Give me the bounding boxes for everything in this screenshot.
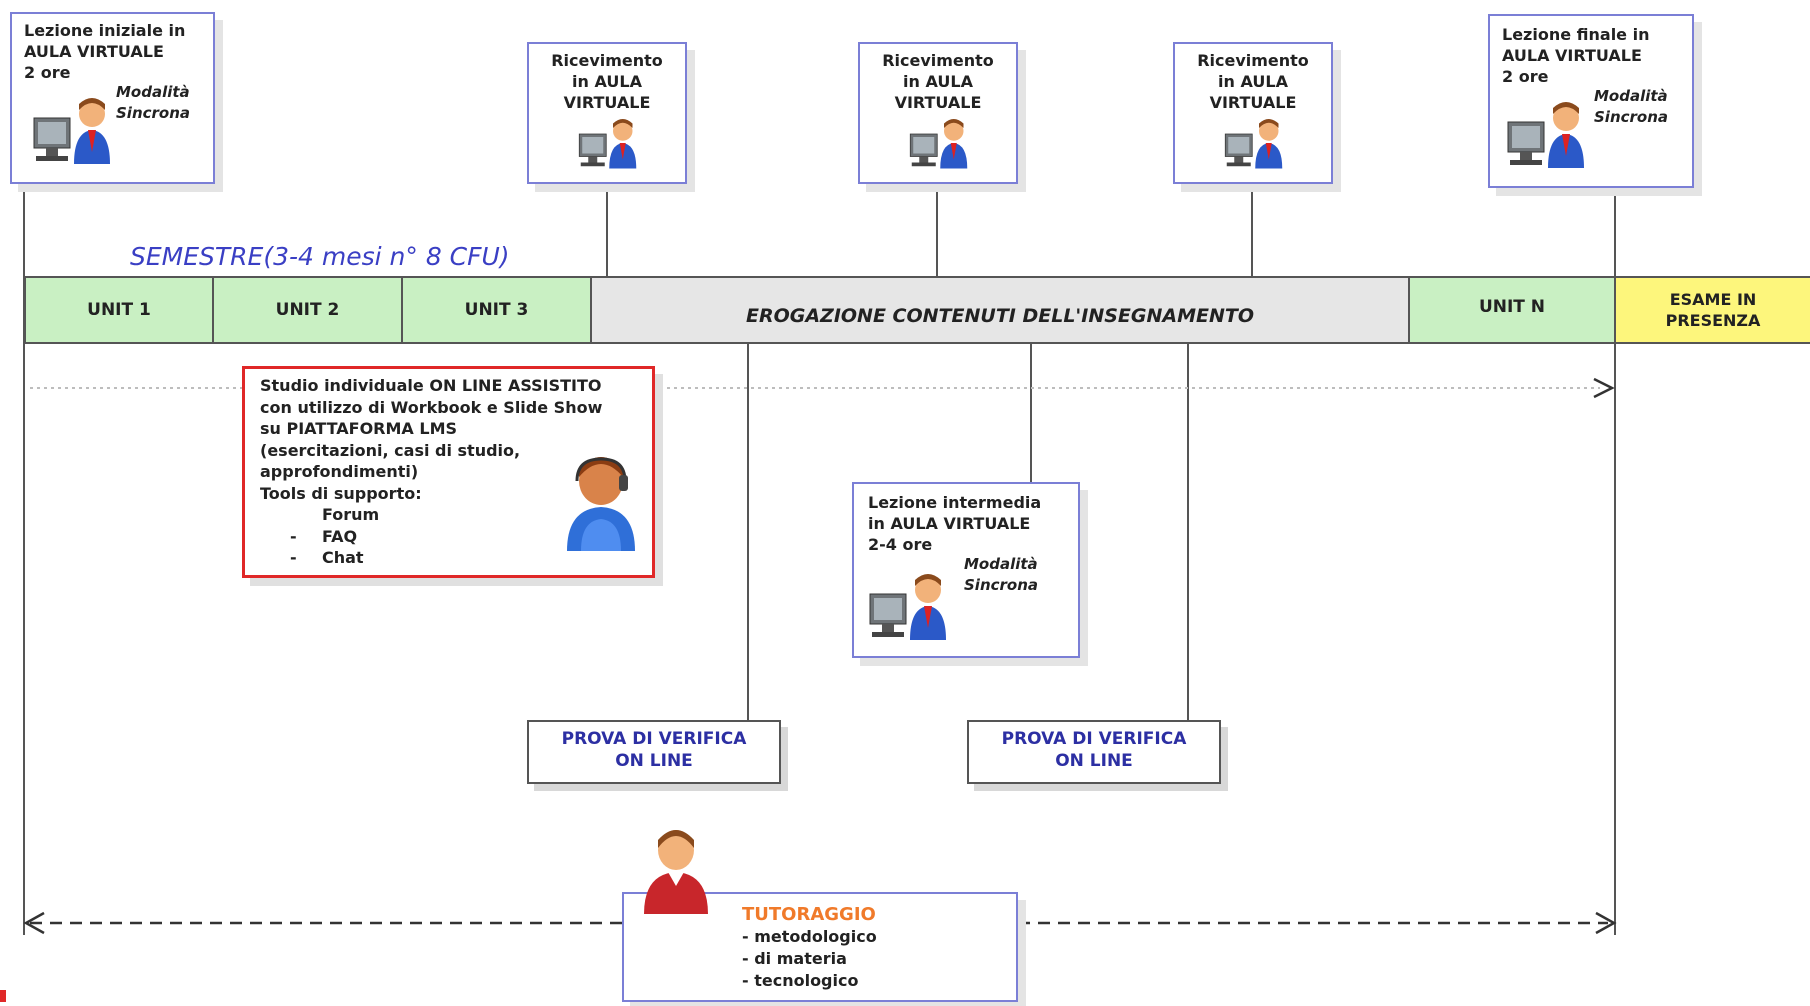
lezione-intermedia-mode-1: Modalità (964, 555, 1038, 573)
studio-line-5: approfondimenti) (260, 462, 419, 481)
timeline-erogazione: EROGAZIONE CONTENUTI DELL'INSEGNAMENTO (592, 278, 1410, 342)
studio-line-4: (esercitazioni, casi di studio, (260, 440, 521, 460)
prova-verifica-1-line-2: ON LINE (615, 751, 693, 771)
corner-marker (0, 990, 6, 1002)
prova-verifica-2-line-2: ON LINE (1055, 751, 1133, 771)
lezione-iniziale-line-2: AULA VIRTUALE (24, 42, 164, 61)
tool-forum: Forum (322, 505, 380, 524)
tutoraggio-item-1: - metodologico (742, 927, 877, 946)
ricevimento-2-line-3: VIRTUALE (894, 93, 982, 112)
tutoraggio-box: TUTORAGGIO - metodologico - di materia -… (622, 892, 1018, 1002)
timeline-esame: ESAME IN PRESENZA (1616, 278, 1810, 342)
prova-verifica-box-1: PROVA DI VERIFICA ON LINE (527, 720, 781, 784)
tutoraggio-title: TUTORAGGIO (742, 904, 876, 925)
lezione-intermedia-line-1: Lezione intermedia (868, 493, 1042, 512)
studio-line-1: Studio individuale ON LINE ASSISTITO (260, 376, 602, 395)
person-at-computer-icon (1507, 102, 1584, 168)
timeline-bar (24, 276, 1810, 344)
headset-operator-icon (567, 457, 635, 551)
prova-verifica-1-line-1: PROVA DI VERIFICA (561, 729, 747, 749)
ricevimento-box-2: Ricevimento in AULA VIRTUALE (858, 42, 1018, 184)
studio-line-6: Tools di supporto: (260, 483, 422, 503)
lezione-finale-mode-2: Sincrona (1594, 108, 1669, 126)
timeline-unit-3: UNIT 3 (403, 278, 592, 342)
lezione-intermedia-line-3: 2-4 ore (868, 535, 933, 554)
esame-line-1: ESAME IN (1669, 290, 1757, 309)
tutoraggio-arrow-right (1595, 911, 1617, 935)
person-at-computer-icon (1224, 119, 1283, 169)
timeline-unit-1: UNIT 1 (24, 278, 214, 342)
ricevimento-1-line-3: VIRTUALE (563, 93, 651, 112)
person-at-computer-icon (578, 119, 637, 169)
lezione-finale-line-2: AULA VIRTUALE (1502, 46, 1642, 65)
tutoraggio-item-3: - tecnologico (742, 971, 859, 990)
tool-bullet: - (290, 548, 297, 567)
studio-individuale-box: Studio individuale ON LINE ASSISTITO con… (242, 366, 655, 578)
lezione-iniziale-box: Lezione iniziale in AULA VIRTUALE 2 ore … (10, 12, 215, 184)
tutoraggio-item-2: - di materia (742, 949, 847, 968)
studio-line-2: con utilizzo di Workbook e Slide Show (260, 397, 603, 417)
lezione-finale-mode-1: Modalità (1594, 87, 1668, 105)
lezione-intermedia-mode-2: Sincrona (964, 576, 1039, 594)
lezione-iniziale-line-1: Lezione iniziale in (24, 21, 186, 40)
lezione-finale-line-1: Lezione finale in (1502, 25, 1650, 44)
person-at-computer-icon (909, 119, 968, 169)
person-at-computer-icon (869, 574, 946, 640)
ricevimento-3-line-1: Ricevimento (1197, 51, 1309, 70)
lezione-finale-box: Lezione finale in AULA VIRTUALE 2 ore Mo… (1488, 14, 1694, 188)
ricevimento-2-line-2: in AULA (903, 72, 973, 91)
lezione-finale-line-3: 2 ore (1502, 67, 1549, 86)
ricevimento-1-line-1: Ricevimento (551, 51, 663, 70)
ricevimento-box-1: Ricevimento in AULA VIRTUALE (527, 42, 687, 184)
studio-line-3: su PIATTAFORMA LMS (260, 419, 458, 438)
lezione-iniziale-mode-1: Modalità (116, 83, 190, 101)
ricevimento-box-3: Ricevimento in AULA VIRTUALE (1173, 42, 1333, 184)
dotted-line-arrowhead (1593, 377, 1615, 399)
tutor-person-icon (644, 830, 708, 914)
lezione-iniziale-mode-2: Sincrona (116, 104, 191, 122)
timeline-unit-2: UNIT 2 (214, 278, 403, 342)
tool-faq: FAQ (322, 526, 358, 546)
timeline-unit-n: UNIT N (1410, 278, 1616, 342)
tutoraggio-arrow-left (23, 911, 45, 935)
ricevimento-1-line-2: in AULA (572, 72, 642, 91)
semester-label: SEMESTRE(3-4 mesi n° 8 CFU) (130, 242, 510, 271)
tool-bullet: - (290, 526, 297, 546)
tool-chat: Chat (322, 548, 364, 567)
prova-verifica-2-line-1: PROVA DI VERIFICA (1001, 729, 1187, 749)
ricevimento-2-line-1: Ricevimento (882, 51, 994, 70)
prova-verifica-box-2: PROVA DI VERIFICA ON LINE (967, 720, 1221, 784)
lezione-intermedia-box: Lezione intermedia in AULA VIRTUALE 2-4 … (852, 482, 1080, 658)
ricevimento-3-line-2: in AULA (1218, 72, 1288, 91)
esame-line-2: PRESENZA (1665, 311, 1761, 330)
ricevimento-3-line-3: VIRTUALE (1209, 93, 1297, 112)
lezione-intermedia-line-2: in AULA VIRTUALE (868, 514, 1031, 533)
person-at-computer-icon (33, 98, 110, 164)
lezione-iniziale-line-3: 2 ore (24, 63, 71, 82)
